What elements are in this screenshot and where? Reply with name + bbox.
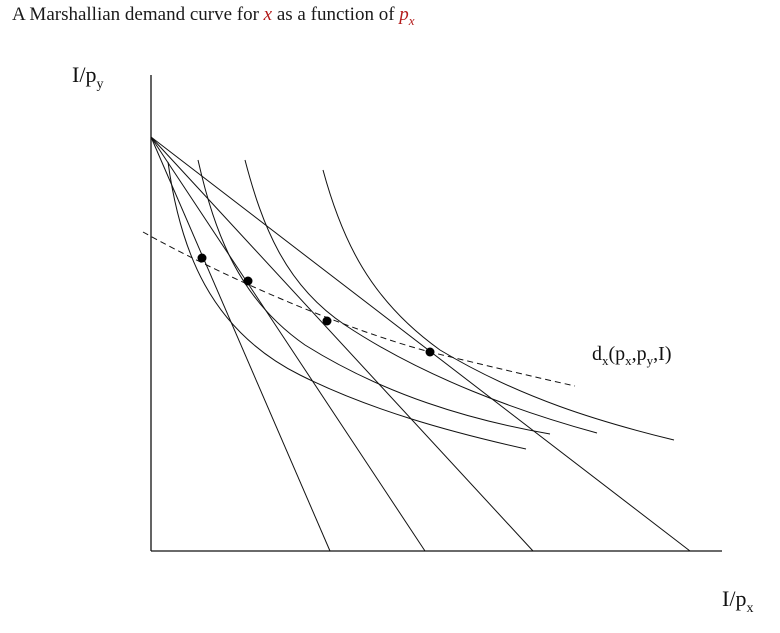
indifference-curves (167, 159, 675, 450)
budget-lines (150, 136, 691, 552)
demand-label-sub1: x (602, 353, 609, 368)
y-axis-label-base: I/p (72, 62, 96, 87)
tangency-point-4 (425, 347, 435, 357)
x-axis-label-sub: x (746, 601, 753, 616)
indifference-curve-1 (167, 161, 527, 450)
caption-price-base: p (399, 4, 409, 25)
x-axis-label: I/px (722, 586, 753, 616)
budget-line-3 (150, 136, 534, 552)
caption-price-sub: x (408, 12, 415, 28)
y-axis-label: I/py (72, 62, 103, 92)
caption-prefix: A Marshallian demand curve for (12, 4, 264, 25)
caption-middle: as a function of (272, 4, 400, 25)
y-axis-label-sub: y (96, 77, 103, 92)
x-axis-label-base: I/p (722, 586, 746, 611)
indifference-curve-4 (322, 169, 675, 441)
indifference-curve-3 (244, 159, 598, 434)
budget-line-4 (150, 136, 691, 552)
demand-label-sub3: y (647, 353, 654, 368)
demand-label-base1: d (592, 343, 602, 365)
tangency-point-3 (322, 316, 332, 326)
demand-label-base2: (p (609, 343, 626, 365)
budget-line-1 (150, 136, 331, 552)
caption-var-x: x (263, 4, 273, 25)
caption-price: px (399, 4, 415, 28)
tangency-point-2 (243, 276, 253, 286)
indifference-curve-2 (197, 159, 551, 435)
demand-curve-label: dx(px,py,I) (592, 343, 672, 368)
tangency-points (197, 253, 435, 357)
demand-label-base3: ,p (632, 343, 647, 365)
tangency-point-1 (197, 253, 207, 263)
demand-label-base4: ,I) (653, 343, 671, 365)
figure-caption: A Marshallian demand curve for x as a fu… (12, 4, 415, 29)
demand-label-sub2: x (625, 353, 632, 368)
budget-line-2 (150, 136, 426, 552)
